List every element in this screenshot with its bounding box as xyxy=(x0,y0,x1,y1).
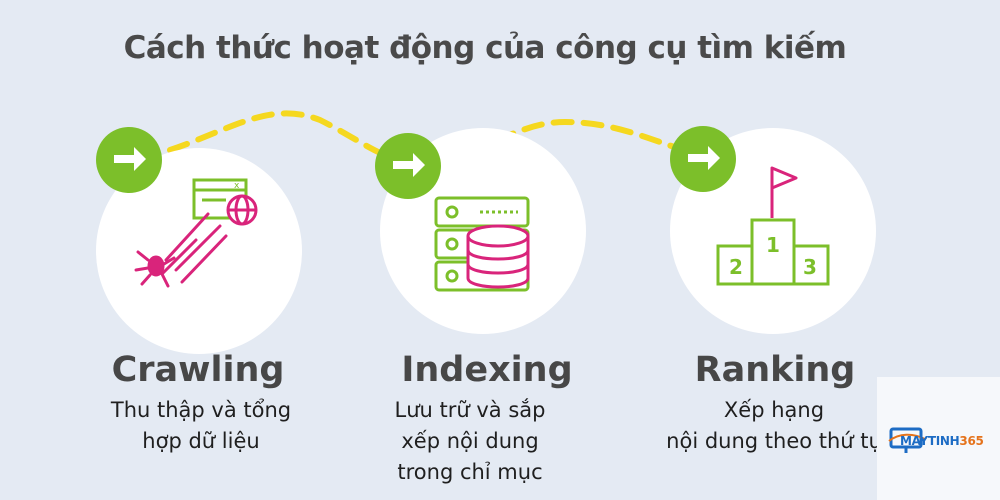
ranking-title: Ranking xyxy=(694,350,856,390)
indexing-title: Indexing xyxy=(401,350,573,390)
crawling-description: Thu thập và tổng hợp dữ liệu xyxy=(110,398,292,453)
podium-third-label: 3 xyxy=(803,255,817,279)
page-title: Cách thức hoạt động của công cụ tìm kiếm xyxy=(123,30,847,66)
monitor-logo-icon xyxy=(888,427,926,453)
globe-icon xyxy=(226,194,258,226)
podium-icon: 1 2 3 xyxy=(716,218,830,286)
crawling-title: Crawling xyxy=(111,350,285,390)
watermark-card xyxy=(877,377,1000,500)
arrow-right-icon xyxy=(114,147,146,171)
indexing-circle xyxy=(380,128,586,334)
watermark-brand: MAYTINH365 xyxy=(900,434,984,448)
crawling-arrow-badge xyxy=(96,127,162,193)
indexing-description: Lưu trữ và sắp xếp nội dung trong chỉ mụ… xyxy=(394,398,546,484)
indexing-arrow-badge xyxy=(375,133,441,199)
spider-icon xyxy=(134,212,228,288)
ranking-description: Xếp hạng nội dung theo thứ tự xyxy=(666,398,882,453)
arrow-right-icon xyxy=(688,146,720,170)
podium-second-label: 2 xyxy=(729,255,743,279)
svg-text:x: x xyxy=(234,181,240,191)
flag-icon xyxy=(770,166,798,218)
arrow-right-icon xyxy=(393,153,425,177)
ranking-arrow-badge xyxy=(670,126,736,192)
database-icon xyxy=(466,224,530,289)
podium-first-label: 1 xyxy=(766,233,780,257)
